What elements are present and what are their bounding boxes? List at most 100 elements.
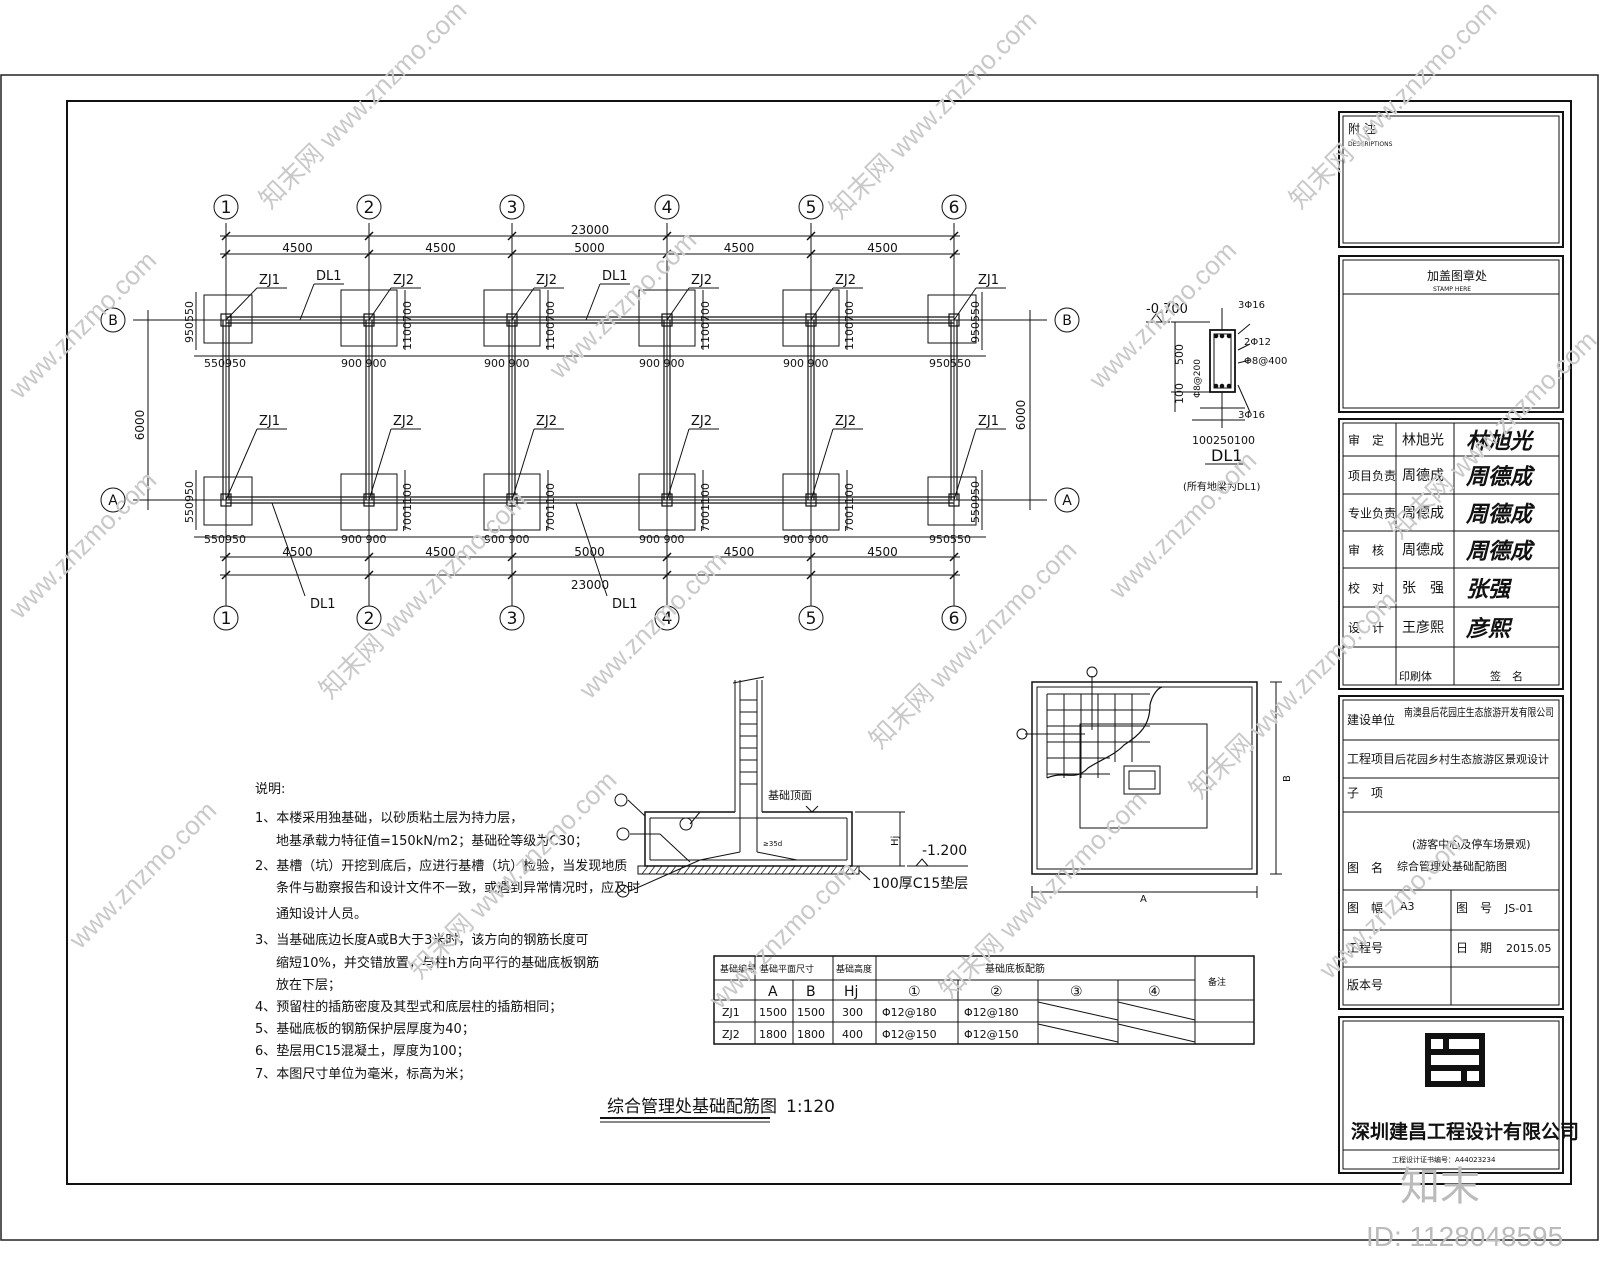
project-value: 后花园乡村生态旅游区景观设计 — [1395, 752, 1549, 766]
axis-bubble-2-bottom: 2 — [356, 605, 382, 631]
dl1-dim-500: 500 — [1173, 344, 1186, 365]
axis-bubble-A-right: A — [1054, 487, 1080, 513]
role-name: 周德成 — [1402, 543, 1444, 559]
print-label: 印刷体 — [1399, 669, 1432, 683]
note-line: 6、垫层用C15混凝土，厚度为100； — [255, 1043, 470, 1059]
client-label: 建设单位 — [1347, 712, 1395, 727]
date-label: 日 期 — [1456, 941, 1492, 955]
company-name: 深圳建昌工程设计有限公司 — [1351, 1120, 1579, 1143]
drawing-name-1: (游客中心及停车场景观) — [1412, 837, 1531, 851]
footing-hj: Hj — [890, 836, 901, 846]
dim-height-left: 6000 — [133, 410, 147, 441]
watermark-text: 知末网 www.znzmo.com — [1183, 585, 1402, 804]
dim-bay-bottom: 4500 — [724, 545, 755, 559]
th-size: 基础平面尺寸 — [760, 963, 814, 975]
dl1-label: DL1 — [612, 597, 638, 612]
axis-bubble-6-top: 6 — [941, 194, 967, 220]
inner-border — [66, 100, 1572, 1185]
footing-dim-h: 900 900 — [783, 357, 829, 370]
row2-r1: Φ12@150 — [882, 1028, 937, 1041]
title-block-text: 附 注 DESCRIPTIONS 加盖图章处 STAMP HERE 印刷体 签 … — [1347, 121, 1579, 1164]
zj1-label: ZJ1 — [978, 414, 999, 429]
axis-label: A — [108, 493, 118, 509]
dim-total-top: 23000 — [571, 223, 609, 237]
zj2-label: ZJ2 — [393, 273, 414, 288]
axis-label: 2 — [364, 609, 375, 629]
footing-dim-h: 900 900 — [783, 533, 829, 546]
dl1-section — [1146, 308, 1251, 465]
notes-title: 说明: — [255, 782, 285, 797]
corner-brand: 知末 — [1400, 1165, 1480, 1209]
row1-hj: 300 — [842, 1006, 863, 1019]
th-hj: Hj — [844, 984, 858, 1000]
drawing-title: 综合管理处基础配筋图 — [607, 1097, 777, 1117]
note-line: 条件与勘察报告和设计文件不一致，或遇到异常情况时，应及时 — [276, 880, 640, 896]
footing-dim-v: 1100700 — [843, 301, 856, 350]
role-signature: 周德成 — [1465, 540, 1536, 565]
row2-id: ZJ2 — [722, 1028, 740, 1041]
watermark-text: 知末网 www.znzmo.com — [1283, 0, 1502, 214]
role-name: 周德成 — [1402, 468, 1444, 484]
footing-dim-h: 900 900 — [484, 533, 530, 546]
footing-level: -1.200 — [922, 843, 967, 859]
drawing-scale: 1:120 — [786, 1097, 835, 1117]
drawing-label: 图 名 — [1347, 860, 1383, 875]
watermark-text: 知末网 www.znzmo.com — [823, 5, 1042, 224]
dim-bay-bottom: 4500 — [867, 545, 898, 559]
watermark-text: www.znzmo.com — [2, 245, 162, 405]
size-label: 图 幅 — [1347, 900, 1383, 915]
row1-r2: Φ12@180 — [964, 1006, 1019, 1019]
role-label: 设 计 — [1348, 621, 1384, 635]
image-id: ID: 1128048595 — [1366, 1221, 1563, 1252]
footing-dim-h: 900 900 — [341, 533, 387, 546]
dl1-label: DL1 — [316, 269, 342, 284]
footing-dim-h: 950550 — [929, 533, 971, 546]
dl1-top-bar: 3Φ16 — [1238, 300, 1265, 311]
th-rebar: 基础底板配筋 — [985, 962, 1045, 975]
th-id: 基础编号 — [720, 963, 756, 975]
axis-label: A — [1062, 493, 1072, 509]
th-r1: ① — [908, 984, 921, 1000]
date-value: 2015.05 — [1506, 942, 1552, 955]
watermark-text: www.znzmo.com — [62, 795, 222, 955]
role-label: 专业负责 — [1348, 506, 1396, 521]
watermark-text: www.znzmo.com — [1082, 235, 1242, 395]
role-signature: 彦熙 — [1465, 616, 1513, 642]
th-r3: ③ — [1070, 984, 1083, 1000]
role-label: 校 对 — [1348, 581, 1384, 596]
axis-bubble-4-top: 4 — [654, 194, 680, 220]
role-label: 审 定 — [1348, 433, 1384, 448]
row2-b: 1800 — [797, 1028, 825, 1041]
axis-bubble-5-bottom: 5 — [798, 605, 824, 631]
notes-label: 附 注 — [1348, 121, 1376, 136]
axis-bubble-1-top: 1 — [213, 194, 239, 220]
footing-dim-v: 550950 — [183, 481, 196, 523]
axis-label: B — [108, 313, 118, 329]
axis-label: 3 — [507, 609, 518, 629]
dim-height-right: 6000 — [1014, 400, 1028, 431]
dl1-dims-h: 100250100 — [1192, 434, 1255, 447]
stamp-en: STAMP HERE — [1433, 286, 1471, 293]
axis-label: 2 — [364, 198, 375, 218]
design-notes: 说明: 1、本楼采用独基础，以砂质粘土层为持力层，地基承载力特征值=150kN/… — [255, 782, 640, 1082]
company-cert: 工程设计证书编号：A44023234 — [1392, 1155, 1496, 1164]
footing-plan-detail — [1016, 666, 1282, 898]
footing-table — [713, 955, 1255, 1045]
footing-section — [614, 676, 968, 898]
role-signature: 张强 — [1466, 578, 1513, 603]
footing-dim-h: 900 900 — [639, 533, 685, 546]
footing-dim-v: 550950 — [969, 481, 982, 523]
number-value: JS-01 — [1504, 902, 1533, 915]
number-label: 图 号 — [1456, 901, 1492, 915]
axis-bubble-5-top: 5 — [798, 194, 824, 220]
footing-top-label: 基础顶面 — [768, 789, 812, 802]
footing-plan-b: B — [1282, 775, 1293, 782]
role-label: 审 核 — [1348, 543, 1384, 558]
signature-table: 审 定林旭光林旭光项目负责周德成周德成专业负责周德成周德成审 核周德成周德成校 … — [1348, 430, 1536, 643]
axis-label: 4 — [662, 609, 673, 629]
dim-bay-top: 4500 — [724, 241, 755, 255]
role-signature: 林旭光 — [1466, 430, 1535, 455]
note-line: 1、本楼采用独基础，以砂质粘土层为持力层， — [255, 811, 523, 826]
dl1-dim-100: 100 — [1173, 383, 1186, 404]
row2-hj: 400 — [842, 1028, 863, 1041]
